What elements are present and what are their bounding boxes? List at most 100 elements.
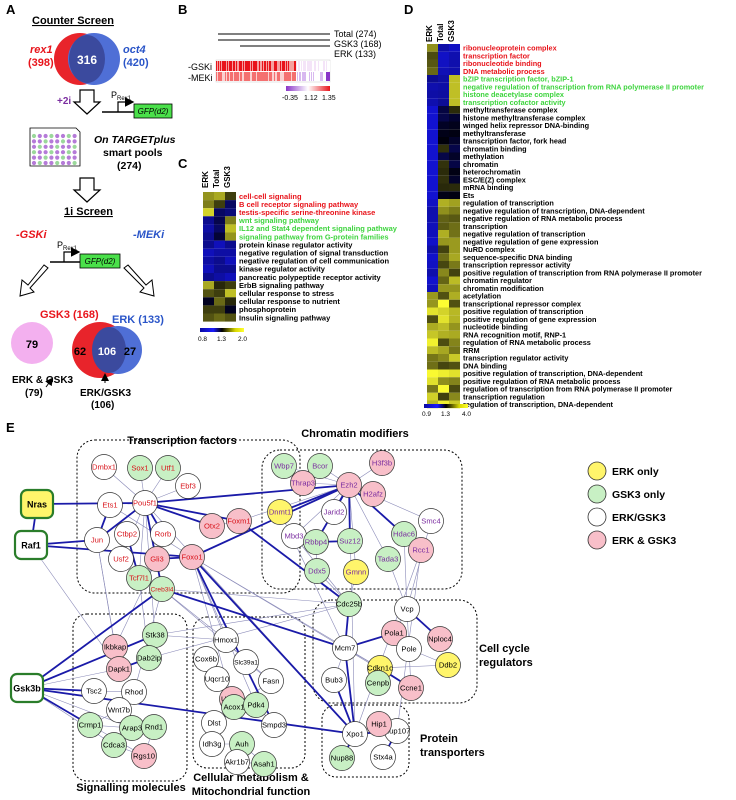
b-heat-cell [216,61,218,71]
c-heat-cell [214,224,225,233]
plate-well [55,133,60,139]
b-heat-cell [301,61,303,71]
gene-node-rbbp4 [303,529,329,555]
d-heat-cell [427,253,438,261]
d-heat-cell [438,276,449,285]
group-title-metabolism-2: Mitochondrial function [192,786,311,798]
d-heat-cell [449,82,460,91]
hub-label-gsk3b: Gsk3b [13,684,41,694]
b-heat-cell [305,72,307,81]
b-heat-cell [222,72,224,81]
d-heat-cell [427,377,438,385]
d-term-label: methyltransferase [463,129,526,138]
c-term-label: wnt signaling pathway [238,216,320,225]
d-colorbar [424,404,468,408]
gene-label-gmnn: Gmnn [346,568,367,577]
b-heat-cell [258,72,260,81]
c-scale-low: 0.8 [198,336,207,343]
d-heat-cell [438,98,449,106]
d-heat-cell [449,175,460,184]
c-term-label: IL12 and Stat4 dependent signaling pathw… [239,224,398,233]
panel-label-d: D [404,2,413,17]
b-heat-cell [247,61,249,71]
prex1-label-2: PRex1 [57,240,78,252]
plate-well [66,160,71,166]
d-heat-cell [438,323,449,331]
c-term-label: ErbB signaling pathway [239,281,325,290]
gene-node-creb3l4 [149,576,175,602]
d-heat-cell [438,307,449,316]
c-term-label: Insulin signaling pathway [239,313,331,322]
b-heat-cell [258,61,260,71]
c-heat-cell [225,248,236,257]
plate-well [43,144,48,149]
d-term-label: regulation of RNA metabolic process [463,338,591,347]
b-erk-label: ERK (133) [334,49,376,59]
c-term-label: pancreatic polypeptide receptor activity [239,273,382,282]
gene-node-tcf7l1 [126,565,152,591]
d-heat-cell [427,144,438,153]
gsk3-venn-label: GSK3 (168) [40,309,99,321]
d-term-label: RNA recognition motif, RNP-1 [463,330,566,339]
gene-node-ezh2 [336,472,362,498]
gene-label-crmp1: Crmp1 [79,721,102,730]
c-heat-cell [203,240,214,249]
c-heat-cell [225,256,236,265]
b-heat-cell [277,72,279,81]
b-heat-cell [230,72,232,81]
b-heat-cell [263,72,265,81]
d-heat-cell [427,183,438,192]
c-heat-cell [225,273,236,282]
b-heat-cell [222,61,224,71]
plate-well [55,150,60,155]
gene-label-akr1b7: Akr1b7 [225,758,249,767]
d-heat-cell [449,377,460,385]
gene-node-wbp7 [271,453,297,479]
gene-label-cox6b: Cox6b [195,655,217,664]
c-heat-cell [203,192,214,201]
gene-node-otx2 [199,513,225,539]
b-heat-cell [274,72,276,81]
c-term-label: phosphoprotein [239,305,296,314]
gene-label-acox1: Acox1 [223,703,244,712]
b-heat-cell [297,61,299,71]
c-heat-cell [225,281,236,290]
edge-weak [161,588,350,605]
d-heat-cell [438,245,449,254]
d-heat-cell [427,230,438,238]
b-heat-cell [291,61,293,71]
b-heat-cell [233,72,235,81]
erk-and-gsk3-count: 79 [26,339,38,351]
c-heat-cell [225,200,236,209]
d-heat-cell [438,354,449,362]
edge-strong [238,520,350,605]
gski-label: -GSKi [16,229,48,241]
d-heat-cell [438,261,449,269]
gene-node-rhod [121,679,147,705]
b-heat-cell [291,72,293,81]
b-heat-cell [322,72,324,81]
hub-box-gsk3b [9,672,45,704]
b-heat-cell [283,61,285,71]
c-heat-cell [225,305,236,314]
pointer-pink [45,377,54,388]
gene-label-cenpb: Cenpb [367,679,389,688]
b-heat-cell [253,72,255,81]
b-heat-cell [243,72,245,81]
b-heat-cell [307,72,309,81]
erk-and-gsk3-circle [11,322,53,364]
d-heat-cell [438,75,449,83]
b-heat-cell [266,61,268,71]
d-heat-cell [449,237,460,246]
b-heat-cell [230,61,232,71]
gene-node-dnmt1 [267,499,293,525]
library-line-1: On TARGETplus [94,134,176,146]
gene-node-hmox1 [213,627,239,653]
gene-label-nup107: Nup107 [384,727,411,736]
b-heat-cell [310,72,312,81]
gene-node-cenpb [365,670,391,696]
plate-well [37,133,42,139]
b-heat-cell [229,72,231,81]
d-term-label: heterochromatin [463,168,521,177]
